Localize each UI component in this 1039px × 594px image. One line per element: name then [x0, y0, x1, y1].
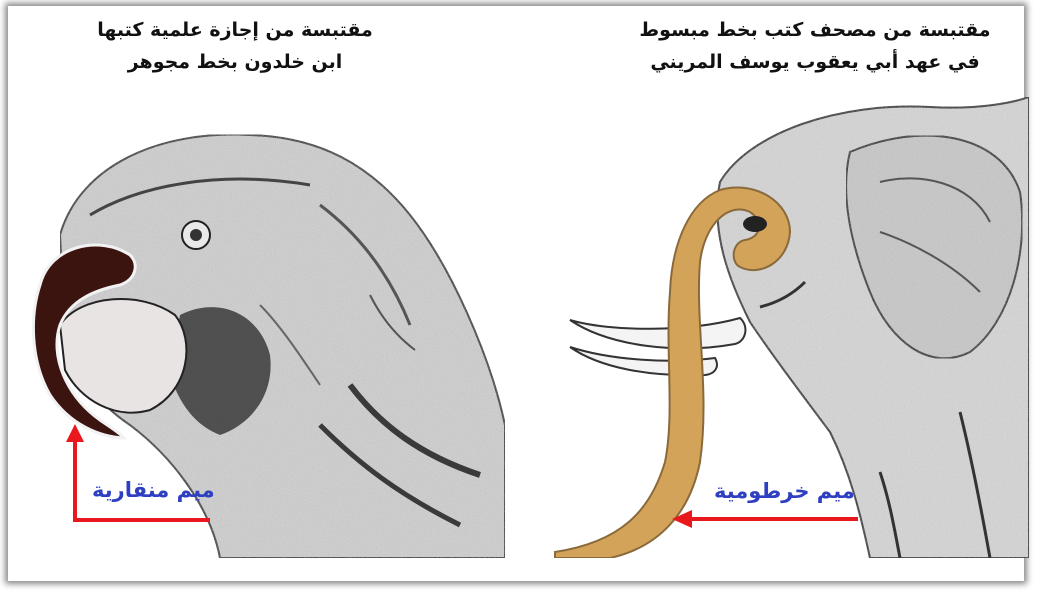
caption-right-line1: مقتبسة من مصحف كتب بخط مبسوط: [620, 14, 1010, 46]
caption-left-line1: مقتبسة من إجازة علمية كتبها: [90, 14, 380, 46]
caption-right: مقتبسة من مصحف كتب بخط مبسوط في عهد أبي …: [620, 14, 1010, 78]
beak-mim-label: ميم منقارية: [92, 478, 215, 502]
caption-right-line2: في عهد أبي يعقوب يوسف المريني: [620, 46, 1010, 78]
caption-left: مقتبسة من إجازة علمية كتبها ابن خلدون بخ…: [90, 14, 380, 78]
trunk-mim-label: ميم خرطومية: [714, 479, 855, 503]
caption-left-line2: ابن خلدون بخط مجوهر: [90, 46, 380, 78]
